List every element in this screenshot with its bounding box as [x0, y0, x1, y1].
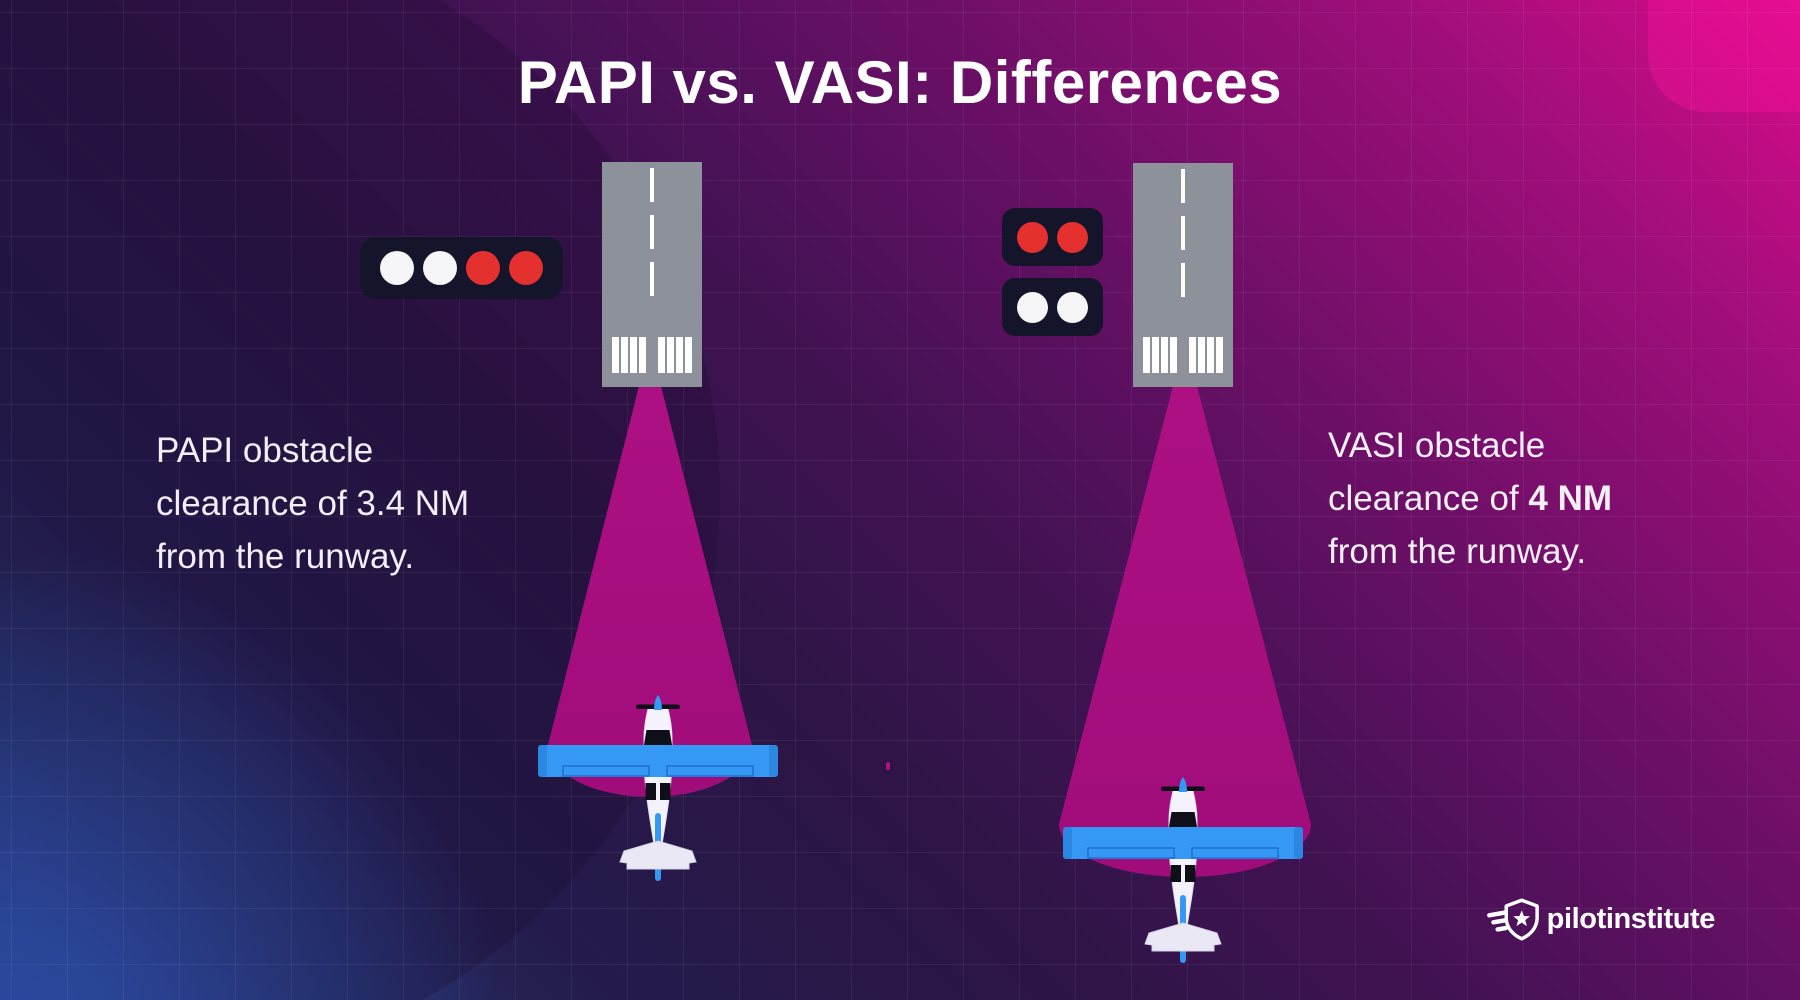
- vasi-light-bar-lower: [1002, 278, 1103, 336]
- pilotinstitute-logo: pilotinstitute: [1486, 896, 1715, 942]
- vasi-caption-line1: VASI obstacle: [1328, 426, 1546, 465]
- vasi-beam: [1059, 386, 1311, 877]
- spinner: [1179, 777, 1187, 792]
- papi-caption-line2: clearance of 3.4 NM: [156, 484, 470, 523]
- runway-centerline: [1181, 169, 1185, 300]
- papi-caption-line3: from the runway.: [156, 537, 415, 576]
- vasi-caption-line3: from the runway.: [1328, 532, 1587, 571]
- runway-papi: [602, 162, 702, 387]
- runway-centerline: [650, 168, 654, 299]
- papi-light-bar: [360, 237, 563, 299]
- background-dark-blob: [0, 0, 720, 1000]
- magenta-speck: [886, 762, 890, 770]
- wing: [1063, 827, 1303, 859]
- threshold-stripes: [612, 337, 646, 373]
- wing: [538, 745, 778, 777]
- spinner: [654, 695, 662, 710]
- threshold-stripes: [1143, 337, 1177, 373]
- airplane-vasi: [1063, 777, 1303, 963]
- threshold-stripes: [1189, 337, 1223, 373]
- runway-vasi: [1133, 163, 1233, 387]
- vasi-caption: VASI obstacle clearance of 4 NM from the…: [1328, 419, 1612, 578]
- airplane-papi: [538, 695, 778, 881]
- threshold-stripes: [658, 337, 692, 373]
- winged-shield-star-icon: [1486, 898, 1539, 941]
- papi-beam: [548, 386, 752, 797]
- logo-text: pilotinstitute: [1546, 902, 1716, 935]
- red-light: [466, 251, 500, 285]
- red-light: [1017, 221, 1048, 253]
- tailplane: [1144, 922, 1222, 952]
- white-light: [423, 251, 457, 285]
- papi-caption-line1: PAPI obstacle: [156, 431, 374, 470]
- vasi-caption-line2: clearance of: [1328, 479, 1529, 518]
- white-light: [380, 251, 414, 285]
- background-pink-corner-blob: [1648, 0, 1800, 112]
- page-title: PAPI vs. VASI: Differences: [517, 49, 1283, 116]
- vasi-caption-bold: 4 NM: [1528, 479, 1613, 518]
- red-light: [509, 251, 543, 285]
- red-light: [1057, 221, 1088, 253]
- white-light: [1057, 291, 1088, 323]
- vasi-light-bar-upper: [1002, 208, 1103, 266]
- papi-caption: PAPI obstacle clearance of 3.4 NM from t…: [156, 424, 469, 583]
- tailplane: [619, 840, 697, 870]
- white-light: [1017, 291, 1048, 323]
